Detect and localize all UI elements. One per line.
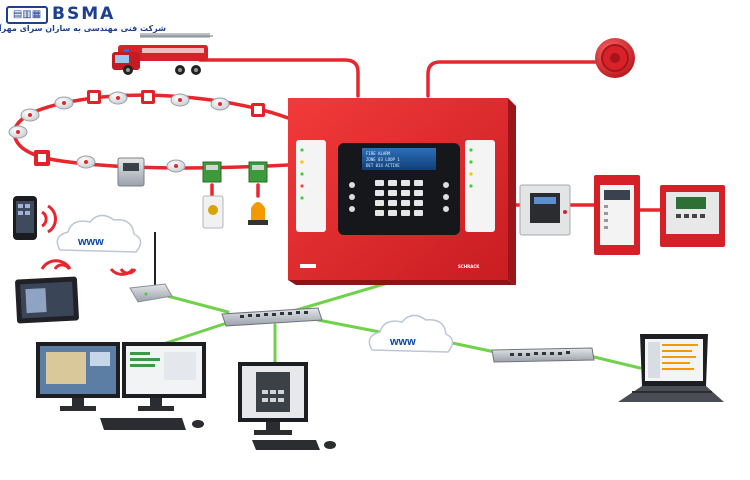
wifi-signal-icon <box>40 259 137 276</box>
main-control-panel: FIRE ALARM ZONE 03 LOOP 1 DET 014 ACTIVE… <box>288 98 516 285</box>
data-network <box>158 278 642 370</box>
detector-loop-devices <box>8 90 268 229</box>
smoke-detector <box>210 97 230 111</box>
smoke-detector <box>108 91 128 105</box>
link-gateway-to-switch <box>158 292 230 314</box>
wifi-signal-icon <box>41 204 58 234</box>
repeater-panel-small <box>519 184 571 236</box>
io-module <box>248 161 268 183</box>
beacon-light <box>248 202 268 225</box>
manual-call-point <box>251 103 265 117</box>
io-module <box>202 161 222 183</box>
dual-monitor-workstation <box>36 342 206 430</box>
link-switch-to-cloud <box>316 318 382 334</box>
link-switch-to-workstation-left <box>158 320 232 347</box>
manual-call-point <box>34 150 50 166</box>
smoke-detector <box>54 96 74 110</box>
smoke-detector <box>170 93 190 107</box>
manual-call-point <box>141 90 155 104</box>
wire-truck-to-panel <box>198 58 360 98</box>
lcd-line-2: ZONE 03 LOOP 1 <box>366 157 400 162</box>
panel-lcd-screen <box>362 148 436 170</box>
smartphone <box>13 196 37 240</box>
smoke-detector <box>166 159 186 173</box>
repeater-panel-large <box>660 185 725 247</box>
brand-tagline: شرکت فنی مهندسی به سازان سرای مهرآهنگ <box>0 24 166 33</box>
brand-name: BSMA <box>52 4 116 24</box>
siren-sounder <box>595 38 635 78</box>
fire-truck <box>112 33 213 75</box>
bsma-mark-icon: ▤▥▦ <box>6 6 48 24</box>
cloud-right-label: www <box>389 336 416 348</box>
panel-status-leds <box>300 148 473 200</box>
link-panel-to-switch <box>288 278 400 314</box>
brand-logo: ▤▥▦ BSMA شرکت فنی مهندسی به سازان سرای م… <box>0 4 166 38</box>
repeater-panel-medium <box>594 175 640 255</box>
link-switch-right-to-laptop <box>588 354 642 370</box>
lcd-line-1: FIRE ALARM <box>366 151 391 156</box>
smoke-detector <box>8 125 28 139</box>
smoke-detector <box>20 108 40 122</box>
network-switch-right <box>491 347 595 363</box>
manual-call-point <box>87 90 101 104</box>
wire-detector-loop <box>12 93 290 170</box>
smoke-detector <box>76 155 96 169</box>
panel-brand-label: SCHRACK <box>458 264 480 269</box>
door-holder <box>202 195 224 229</box>
wire-siren-to-panel <box>426 60 614 98</box>
single-monitor-workstation <box>238 362 336 450</box>
lcd-line-3: DET 014 ACTIVE <box>366 163 400 168</box>
gas-detector <box>117 157 145 187</box>
tablet <box>15 276 79 324</box>
internet-cloud-left: www <box>56 214 142 253</box>
panel-keypad <box>375 180 423 216</box>
cloud-left-label: www <box>77 236 104 248</box>
internet-cloud-right: www <box>368 314 454 353</box>
gsm-gateway <box>129 232 173 303</box>
network-switch-center <box>221 307 323 327</box>
laptop <box>618 334 724 402</box>
